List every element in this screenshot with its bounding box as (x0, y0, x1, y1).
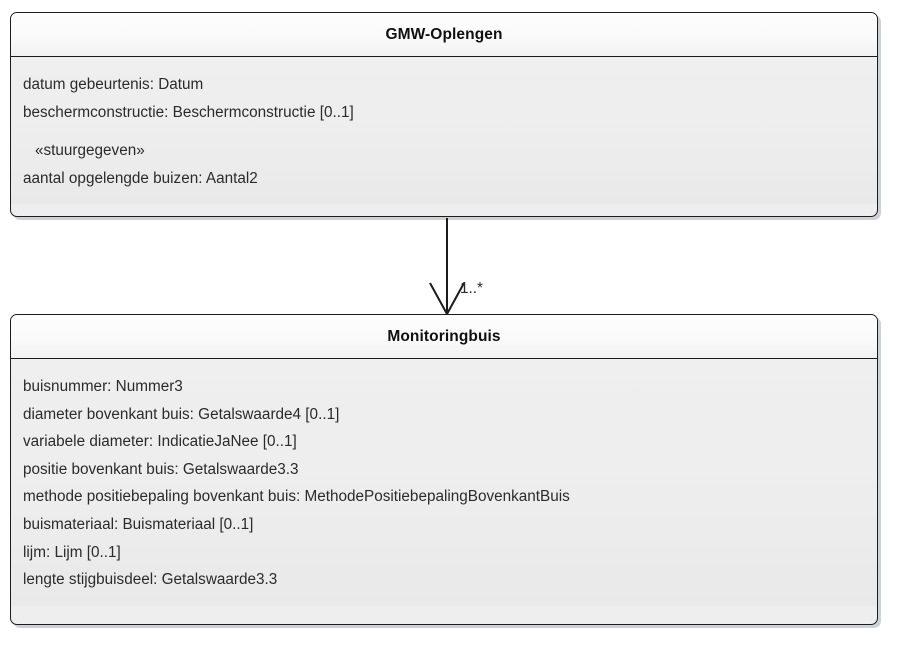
uml-attribute: diameter bovenkant buis: Getalswaarde4 [… (23, 405, 340, 423)
uml-attribute: buisnummer: Nummer3 (23, 378, 183, 395)
uml-attribute: aantal opgelengde buizen: Aantal2 (23, 169, 258, 187)
uml-attribute: positie bovenkant buis: Getalswaarde3.3 (23, 460, 299, 478)
uml-class-gmw-oplengen[interactable]: GMW-Oplengen datum gebeurtenis: Datum be… (10, 12, 878, 217)
arrowhead-icon (429, 282, 465, 317)
uml-attribute: lengte stijgbuisdeel: Getalswaarde3.3 (23, 571, 278, 589)
uml-attribute: variabele diameter: IndicatieJaNee [0..1… (23, 433, 297, 451)
connector-multiplicity-label: 1..* (460, 280, 483, 297)
uml-attribute: methode positiebepaling bovenkant buis: … (23, 488, 570, 506)
uml-class-attributes: datum gebeurtenis: Datum beschermconstru… (11, 57, 877, 205)
uml-attribute: datum gebeurtenis: Datum (23, 76, 204, 93)
uml-class-title: Monitoringbuis (11, 315, 877, 359)
uml-class-monitoringbuis[interactable]: Monitoringbuis buisnummer: Nummer3 diame… (10, 314, 878, 625)
uml-attribute: buismateriaal: Buismateriaal [0..1] (23, 515, 254, 533)
uml-class-attributes: buisnummer: Nummer3 diameter bovenkant b… (11, 359, 877, 606)
uml-attribute: lijm: Lijm [0..1] (23, 543, 121, 561)
uml-class-title: GMW-Oplengen (11, 13, 877, 57)
uml-attribute-stereotype: «stuurgegeven» (35, 142, 145, 160)
uml-attribute: beschermconstructie: Beschermconstructie… (23, 103, 354, 121)
